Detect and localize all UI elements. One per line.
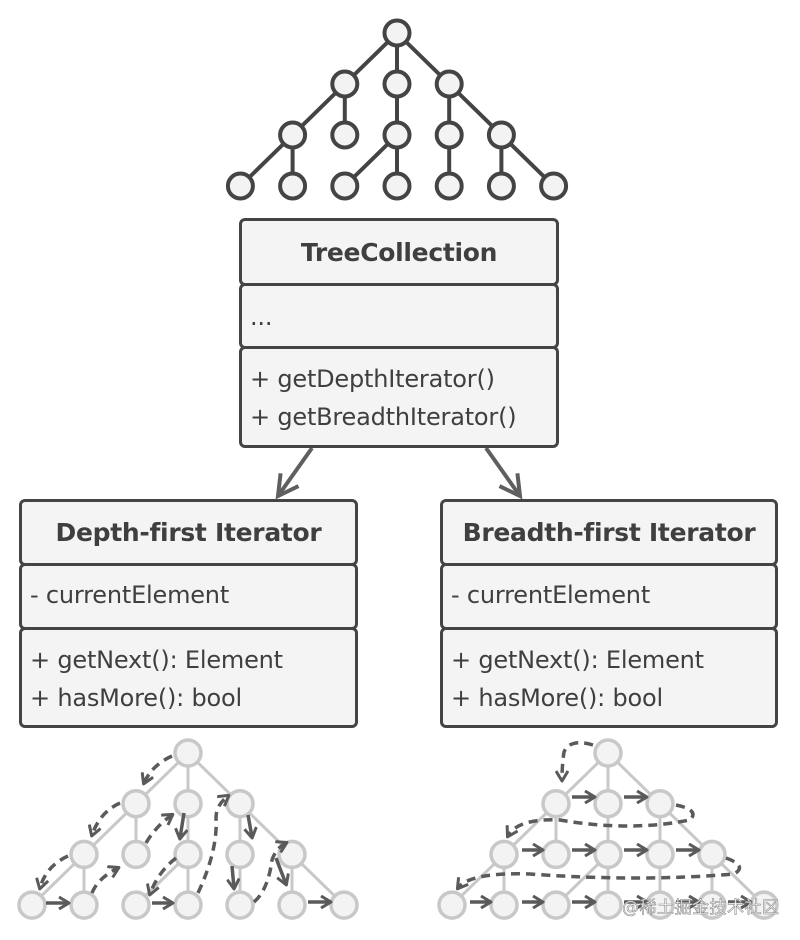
- traversal-arrow: [458, 856, 742, 888]
- methods-section: + getNext(): Element + hasMore(): bool: [440, 627, 778, 728]
- tree-node: [593, 738, 623, 768]
- depth-first-tree-illustration: [17, 738, 359, 920]
- traversal-arrow: [144, 754, 173, 783]
- class-name-section: Depth-first Iterator: [19, 499, 358, 566]
- tree-node: [486, 120, 516, 150]
- method-line: + getDepthIterator(): [250, 365, 495, 393]
- tree-node: [17, 890, 47, 920]
- tree-node: [437, 890, 467, 920]
- method-line: + getNext(): Element: [451, 646, 704, 674]
- traversal-arrow: [40, 854, 69, 888]
- tree-node: [486, 171, 516, 201]
- tree-node: [277, 890, 307, 920]
- methods-section: + getNext(): Element + hasMore(): bool: [19, 627, 358, 728]
- traversal-arrow: [144, 815, 172, 844]
- tree-node: [541, 839, 571, 870]
- tree-node: [278, 120, 308, 150]
- tree-node: [382, 171, 412, 201]
- tree-node: [645, 788, 675, 819]
- traversal-arrow: [90, 868, 118, 894]
- fields-section: - currentElement: [440, 563, 778, 630]
- arrow-to-depth-iterator: [275, 446, 314, 500]
- uml-arrows: [275, 446, 523, 500]
- class-name: Depth-first Iterator: [55, 518, 322, 547]
- method-line: + getNext(): Element: [30, 646, 283, 674]
- traversal-arrow: [92, 801, 121, 835]
- breadth-first-iterator-class: Breadth-first Iterator - currentElement …: [440, 499, 778, 728]
- tree-node: [645, 839, 675, 870]
- traversal-arrow: [252, 843, 286, 904]
- tree-node: [382, 69, 412, 99]
- tree-node: [121, 788, 151, 819]
- tree-node: [173, 738, 203, 768]
- method-line: + hasMore(): bool: [30, 684, 242, 712]
- main-tree-illustration: [225, 18, 569, 201]
- tree-node: [121, 890, 151, 920]
- traversal-arrow: [180, 812, 184, 838]
- tree-node: [69, 839, 99, 870]
- tree-node: [539, 171, 569, 201]
- tree-node: [225, 788, 255, 819]
- tree-node: [329, 890, 359, 920]
- traversal-arrow: [562, 740, 594, 780]
- tree-node: [121, 839, 151, 870]
- traversal-arrow: [274, 857, 286, 884]
- tree-node: [489, 839, 519, 870]
- field-line: ...: [250, 303, 273, 331]
- tree-node: [173, 839, 203, 870]
- tree-node: [697, 839, 727, 870]
- traversal-arrow: [508, 803, 695, 836]
- class-name-section: TreeCollection: [239, 218, 559, 286]
- tree-node: [593, 890, 623, 920]
- tree-node: [225, 839, 255, 870]
- tree-node: [173, 890, 203, 920]
- traversal-arrow: [196, 796, 228, 894]
- class-name-section: Breadth-first Iterator: [440, 499, 778, 566]
- tree-node: [330, 69, 360, 99]
- field-line: - currentElement: [30, 581, 230, 609]
- tree-node: [278, 171, 308, 201]
- tree-collection-class: TreeCollection ... + getDepthIterator() …: [239, 218, 559, 448]
- watermark: @稀土掘金技术社区: [622, 898, 780, 919]
- traversal-arrow: [248, 814, 252, 837]
- tree-node: [489, 890, 519, 920]
- traversal-arrow: [150, 856, 178, 894]
- class-name: Breadth-first Iterator: [462, 518, 756, 547]
- tree-node: [330, 120, 360, 150]
- tree-node: [593, 788, 623, 819]
- tree-node: [593, 839, 623, 870]
- method-line: + hasMore(): bool: [451, 684, 663, 712]
- class-name: TreeCollection: [300, 237, 498, 267]
- traversal-arrow: [232, 865, 234, 888]
- tree-node: [330, 171, 360, 201]
- tree-node: [382, 18, 412, 48]
- methods-section: + getDepthIterator() + getBreadthIterato…: [239, 346, 559, 448]
- tree-node: [225, 171, 255, 201]
- tree-node: [69, 890, 99, 920]
- fields-section: - currentElement: [19, 563, 358, 630]
- tree-node: [434, 69, 464, 99]
- tree-node: [434, 171, 464, 201]
- tree-node: [225, 890, 255, 920]
- arrow-to-breadth-iterator: [484, 446, 523, 500]
- tree-node: [382, 120, 412, 150]
- tree-node: [173, 788, 203, 819]
- tree-node: [541, 890, 571, 920]
- tree-node: [434, 120, 464, 150]
- method-line: + getBreadthIterator(): [250, 403, 517, 431]
- tree-node: [541, 788, 571, 819]
- depth-first-iterator-class: Depth-first Iterator - currentElement + …: [19, 499, 358, 728]
- breadth-first-tree-illustration: [437, 738, 779, 920]
- fields-section: ...: [239, 283, 559, 349]
- field-line: - currentElement: [451, 581, 651, 609]
